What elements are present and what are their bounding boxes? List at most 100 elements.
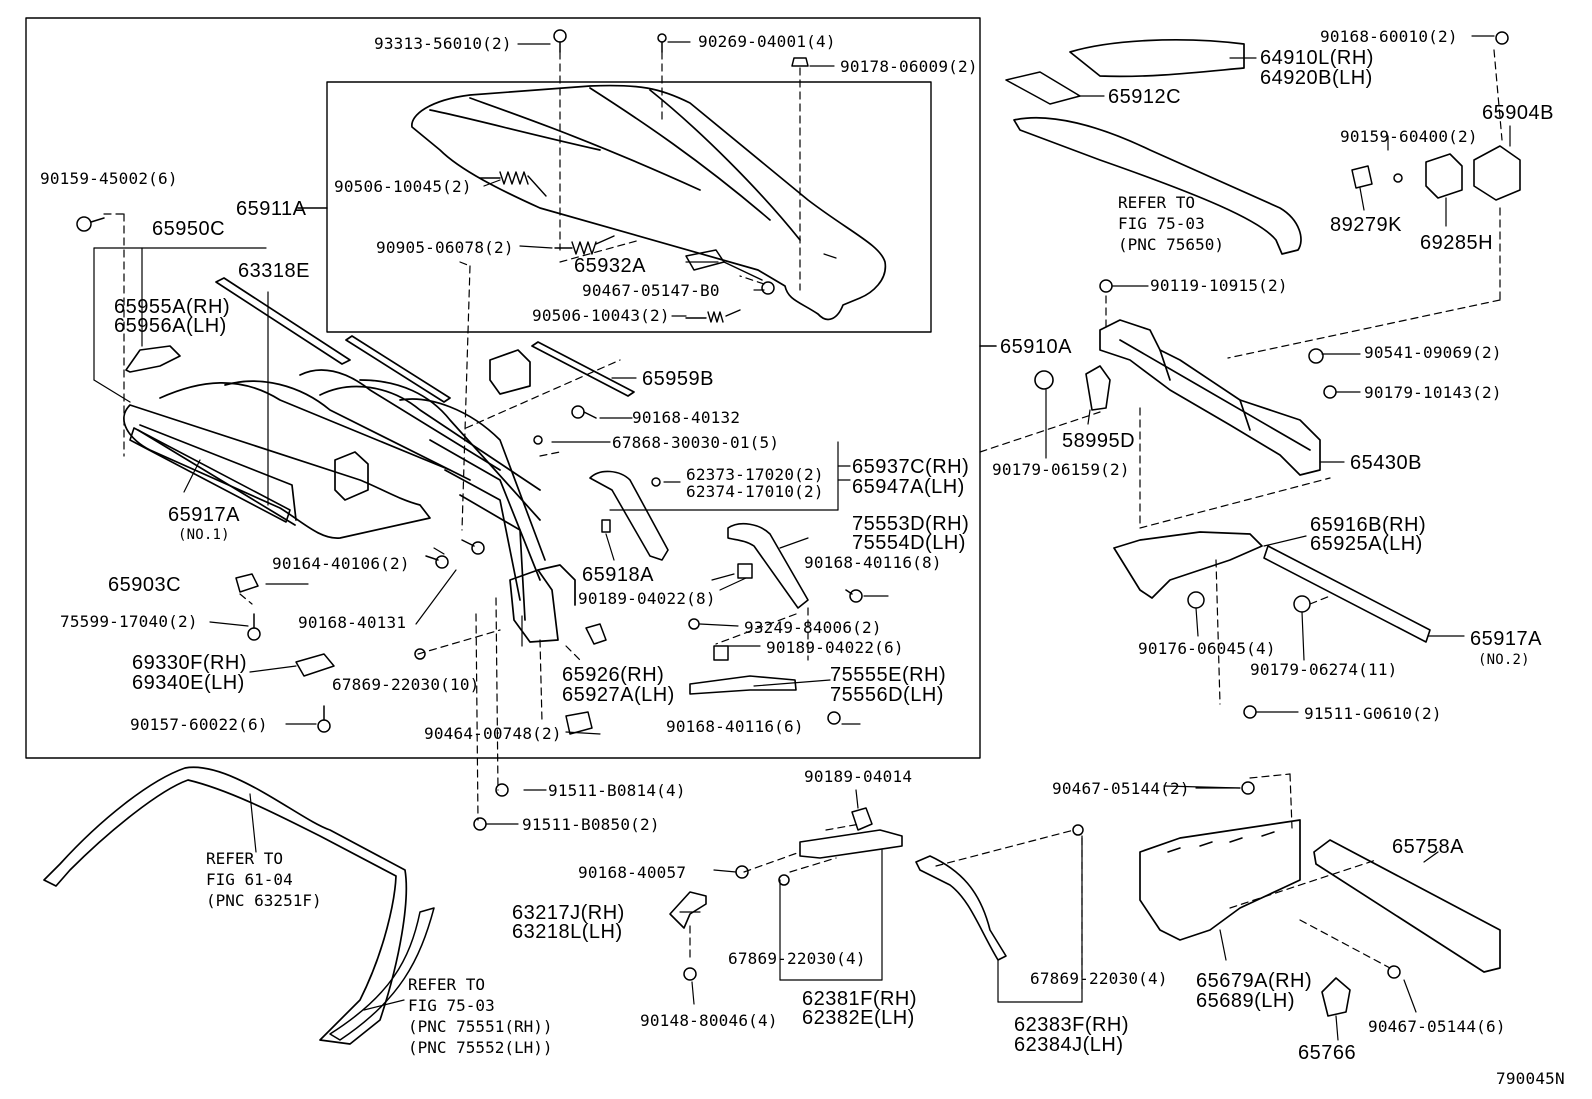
- label-65950C: 65950C: [152, 218, 226, 240]
- label-90189-04022-6: 90189-04022(6): [766, 638, 904, 657]
- cap-89279K: [1351, 165, 1373, 189]
- label-67869-22030-4b: 67869-22030(4): [1030, 969, 1168, 988]
- label-65932A: 65932A: [574, 255, 646, 277]
- label-90541-09069: 90541-09069(2): [1364, 343, 1502, 362]
- label-90506-10045: 90506-10045(2): [334, 177, 472, 196]
- label-90467-05144-6: 90467-05144(6): [1368, 1017, 1506, 1036]
- strip-65917A-no1: [129, 427, 291, 523]
- bracket-65916B: [1113, 531, 1263, 599]
- grommet-65766: [1321, 977, 1351, 1017]
- label-65959B: 65959B: [642, 368, 714, 390]
- label-69285H: 69285H: [1420, 232, 1494, 254]
- label-90164-40106: 90164-40106(2): [272, 554, 410, 573]
- label-64910L: 64910L(RH): [1260, 47, 1374, 69]
- label-90168-40132: 90168-40132: [632, 408, 741, 427]
- label-90269-04001: 90269-04001(4): [698, 32, 836, 51]
- label-90159-60400: 90159-60400(2): [1340, 127, 1478, 146]
- label-69330F: 69330F(RH): [132, 652, 248, 674]
- label-65911A: 65911A: [236, 198, 307, 220]
- label-90168-40131: 90168-40131: [298, 613, 407, 632]
- label-89279K: 89279K: [1330, 214, 1402, 236]
- label-62383F: 62383F(RH): [1014, 1014, 1130, 1036]
- label-90506-10043: 90506-10043(2): [532, 306, 670, 325]
- rail-75650: [1013, 116, 1302, 255]
- label-90168-40116-8: 90168-40116(8): [804, 553, 942, 572]
- springs: [479, 171, 741, 323]
- label-58995D: 58995D: [1062, 430, 1136, 452]
- label-65912C: 65912C: [1108, 86, 1182, 108]
- fastener-bolts: [76, 29, 863, 831]
- label-65758A: 65758A: [1392, 836, 1464, 858]
- label-67868-30030: 67868-30030-01(5): [612, 433, 780, 452]
- label-90905-06078: 90905-06078(2): [376, 238, 514, 257]
- label-90148-80046: 90148-80046(4): [640, 1011, 778, 1030]
- label-65918A: 65918A: [582, 564, 654, 586]
- diagram-id: 790045N: [1496, 1069, 1565, 1088]
- small-clips: [235, 519, 753, 735]
- strip-75555E: [689, 675, 797, 695]
- rail-63251F: [43, 766, 408, 1045]
- rail-62383F: [915, 855, 1007, 961]
- label-62381F: 62381F(RH): [802, 988, 918, 1010]
- label-93249-84006: 93249-84006(2): [744, 618, 882, 637]
- label-90189-04022-8: 90189-04022(8): [578, 589, 716, 608]
- rail-65937C: [589, 470, 669, 561]
- label-90168-40116-6: 90168-40116(6): [666, 717, 804, 736]
- label-90189-04014: 90189-04014: [804, 767, 913, 786]
- label-90119-10915: 90119-10915(2): [1150, 276, 1288, 295]
- label-90157-60022: 90157-60022(6): [130, 715, 268, 734]
- label-65904B: 65904B: [1482, 102, 1554, 124]
- label-90464-00748: 90464-00748(2): [424, 724, 562, 743]
- label-75599-17040: 75599-17040(2): [60, 612, 198, 631]
- label-65917A-no2: 65917A: [1470, 628, 1542, 650]
- label-no2: (NO.2): [1478, 652, 1530, 668]
- label-65947A: 65947A(LH): [852, 476, 965, 498]
- label-67869-22030-4a: 67869-22030(4): [728, 949, 866, 968]
- label-90168-40057: 90168-40057: [578, 863, 687, 882]
- trim-65679A: [1139, 819, 1301, 941]
- strip-65917A-no2: [1263, 545, 1431, 643]
- label-65917A-no1: 65917A: [168, 504, 240, 526]
- label-62384J: 62384J(LH): [1014, 1034, 1124, 1056]
- label-91511-G0610: 91511-G0610(2): [1304, 704, 1442, 723]
- label-90179-10143: 90179-10143(2): [1364, 383, 1502, 402]
- label-65925A: 65925A(LH): [1310, 533, 1423, 555]
- label-67869-22030-10: 67869-22030(10): [332, 675, 480, 694]
- top-frame: [123, 277, 635, 643]
- label-90467-05147: 90467-05147-B0: [582, 281, 720, 300]
- bracket-65955A: [125, 345, 181, 373]
- label-65955A: 65955A(RH): [114, 296, 231, 318]
- cover-64910L: [1069, 38, 1245, 78]
- label-65766: 65766: [1298, 1042, 1357, 1064]
- label-75556D: 75556D(LH): [830, 684, 944, 706]
- label-65430B: 65430B: [1350, 452, 1422, 474]
- label-63217J: 63217J(RH): [512, 902, 625, 924]
- label-65910A: 65910A: [1000, 336, 1072, 358]
- rail-62381F: [799, 829, 903, 859]
- label-69340E: 69340E(LH): [132, 672, 245, 694]
- crossmember-65430B: [1099, 319, 1321, 476]
- label-90168-60010: 90168-60010(2): [1320, 27, 1458, 46]
- label-91511-B0850: 91511-B0850(2): [522, 815, 660, 834]
- label-62382E: 62382E(LH): [802, 1007, 915, 1029]
- rail-75553D: [727, 522, 809, 609]
- label-65916B: 65916B(RH): [1310, 514, 1427, 536]
- leader-lines: [93, 35, 1511, 1041]
- label-90179-06159: 90179-06159(2): [992, 460, 1130, 479]
- label-65927A: 65927A(LH): [562, 684, 675, 706]
- clip-90189-04014: [851, 807, 873, 831]
- label-75553D: 75553D(RH): [852, 513, 970, 535]
- label-90467-05144-2: 90467-05144(2): [1052, 779, 1190, 798]
- label-64920B: 64920B(LH): [1260, 67, 1373, 89]
- bracket-65904B: [1473, 145, 1521, 201]
- label-90178-06009: 90178-06009(2): [840, 57, 978, 76]
- pad-65912C: [1005, 71, 1081, 105]
- label-91511-B0814: 91511-B0814(4): [548, 781, 686, 800]
- label-75554D: 75554D(LH): [852, 532, 966, 554]
- label-65937C: 65937C(RH): [852, 456, 970, 478]
- label-no1: (NO.1): [178, 527, 230, 543]
